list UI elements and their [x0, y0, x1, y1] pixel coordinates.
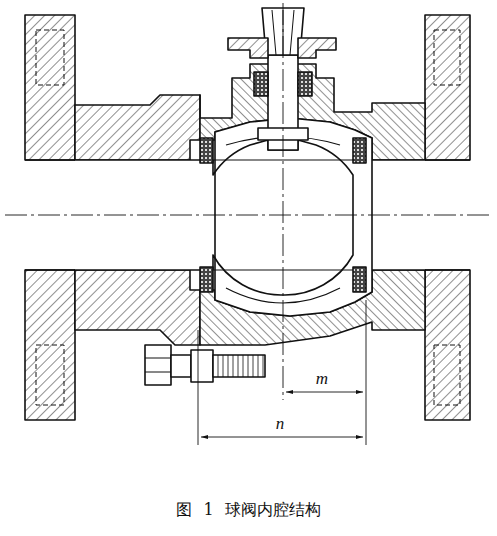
gland: [228, 38, 268, 58]
gland: [298, 38, 336, 58]
left-flange: [25, 15, 75, 160]
right-flange: [425, 270, 470, 420]
dimension-n: n: [274, 415, 287, 432]
figure-caption: 图 1 球阀内腔结构: [0, 500, 497, 521]
left-flange: [25, 270, 75, 420]
bolt: [213, 355, 265, 377]
seat-ring: [353, 267, 366, 292]
seat-ring: [200, 138, 213, 163]
right-flange: [425, 15, 470, 160]
hex-nut: [145, 345, 171, 385]
packing: [298, 72, 312, 96]
bolt: [171, 355, 191, 377]
seat-ring: [353, 138, 366, 163]
end-cap: [75, 95, 200, 160]
dimension-m: m: [314, 370, 330, 387]
washer: [191, 350, 213, 382]
end-cap: [75, 270, 200, 345]
packing: [254, 72, 268, 96]
seat-ring: [200, 267, 213, 292]
